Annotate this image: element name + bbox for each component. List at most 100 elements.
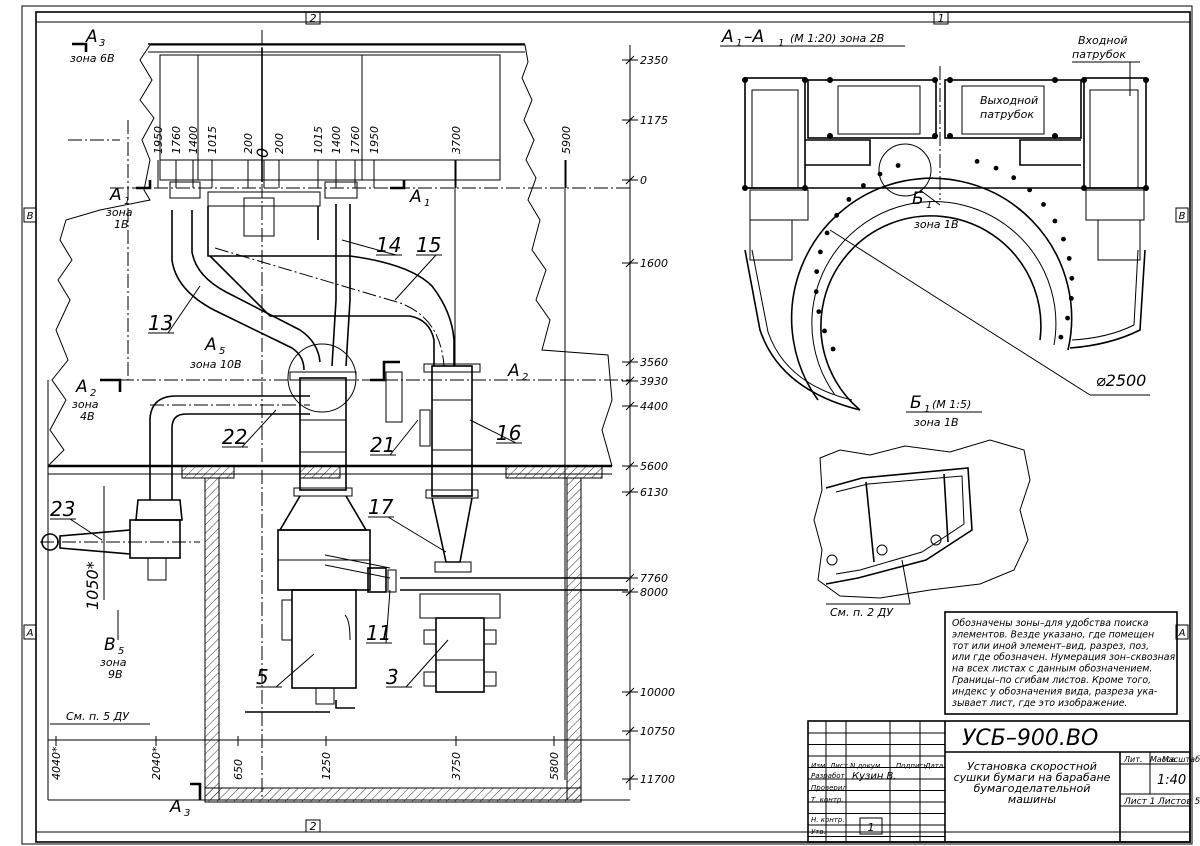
elevation-label: 0 — [640, 174, 647, 187]
elevation-label: 1175 — [640, 114, 668, 127]
title-line: сушки бумаги на барабане — [954, 771, 1111, 784]
callout-23: 23 — [50, 497, 75, 521]
top-dimension-label: 3700 — [450, 126, 463, 154]
a2-label: А — [75, 377, 88, 397]
callout-16: 16 — [496, 421, 521, 445]
outlet-label: Выходной — [980, 94, 1038, 107]
a2-right-label: А — [507, 361, 520, 381]
bottom-dimension-label: 5800 — [548, 752, 561, 780]
elevation-label: 3930 — [640, 375, 668, 388]
section-scale: (М 1:20) зона 2В — [790, 32, 884, 45]
a5-label: А — [204, 335, 217, 355]
b1-sub: 1 — [926, 200, 932, 211]
a3-sub: 3 — [99, 38, 105, 49]
basement-pit — [204, 477, 582, 803]
title-line: Установка скоростной — [967, 760, 1097, 773]
title-block — [807, 720, 1191, 843]
ductwork — [40, 181, 628, 713]
row-utv: Утв. — [811, 828, 826, 836]
callout-3: 3 — [386, 665, 399, 689]
section-title-rest: –А — [744, 27, 764, 47]
note-line: или где обозначен. Нумерация зон–сквозна… — [952, 652, 1176, 663]
callout-5: 5 — [256, 665, 269, 689]
see-note-2: См. п. 2 ДУ — [830, 606, 894, 619]
title-line: бумагоделательной — [974, 782, 1091, 795]
sheet-count: Листов 5 — [1157, 797, 1200, 807]
zone-label-left-b: В — [27, 211, 34, 222]
drum-bolt-circle — [813, 159, 1075, 352]
top-dimension-label: 1015 — [206, 126, 219, 154]
callout-15: 15 — [416, 233, 441, 257]
scale-value: 1:40 — [1157, 773, 1186, 788]
elevation-label: 2350 — [640, 54, 668, 67]
note-line: на всех листах с данным обозначением. — [952, 664, 1152, 675]
title-line: машины — [1008, 793, 1056, 806]
top-dimension-label: 1400 — [330, 126, 343, 154]
b1-label: Б — [912, 189, 924, 209]
bottom-dimension-label: 2040* — [150, 746, 163, 780]
inlet-label-2: патрубок — [1072, 48, 1126, 61]
scale-header: Масштаб — [1162, 755, 1200, 764]
top-dimension-label: 200 — [273, 133, 286, 154]
b5-zone-ref: 9В — [108, 668, 123, 681]
section-title-sub: 1 — [736, 38, 742, 49]
row-nkontr: Н. контр. — [811, 816, 845, 824]
elevation-marks: 2350117501600356039304400560061307760800… — [622, 54, 675, 786]
sheet-number: Лист 1 — [1123, 797, 1155, 807]
bottom-dimension-label: 3750 — [450, 752, 463, 780]
a1-right-label: А — [409, 187, 422, 207]
diameter-label: ⌀2500 — [1096, 371, 1146, 390]
zone-label-right-b: В — [1179, 211, 1186, 222]
floor-slab — [181, 465, 603, 479]
section-title: А — [721, 27, 734, 47]
elevation-label: 10000 — [640, 686, 675, 699]
elevation-label: 11700 — [640, 773, 675, 786]
note-line: Обозначены зоны–для удобства поиска — [952, 618, 1149, 629]
see-note-5: См. п. 5 ДУ — [66, 710, 130, 723]
drawing-code: УСБ–900.ВО — [962, 726, 1098, 751]
a2-right-sub: 2 — [522, 372, 528, 383]
drum-break-outline — [47, 30, 613, 800]
frame-bolts — [742, 77, 1149, 191]
top-dimension-label: 1760 — [349, 126, 362, 154]
note-line: тот или иной элемент–вид, разрез, поз, — [952, 641, 1149, 652]
note-line: элементов. Везде указано, где помещен — [952, 629, 1154, 640]
a1-label: А — [109, 185, 122, 205]
elevation-label: 3560 — [640, 356, 668, 369]
section-title-sub2: 1 — [778, 38, 784, 49]
top-dimension-label: 1950 — [152, 126, 165, 154]
a1-sub: 1 — [124, 196, 130, 207]
section-markers — [72, 42, 406, 800]
b5-zone: зона — [100, 656, 127, 669]
col-docnum: N докум. — [850, 762, 882, 770]
callout-17: 17 — [368, 495, 394, 519]
top-dimension-label: 200 — [242, 133, 255, 154]
copy-number: 1 — [868, 821, 875, 834]
b5-sub: 5 — [118, 646, 124, 657]
top-dimension-label: 0 — [253, 148, 272, 158]
author-name: Кузин В. — [852, 771, 897, 782]
note-line: Границы–по сгибам листов. Кроме того, — [952, 675, 1151, 686]
top-dimension-label: 1760 — [170, 126, 183, 154]
sheet-frame — [21, 5, 1193, 845]
a2-zone-ref: 4В — [80, 410, 95, 423]
row-tkontr: Т. контр. — [811, 796, 844, 804]
zone-label-right-a: А — [1178, 628, 1186, 639]
col-izm: Изм. — [811, 762, 827, 770]
zone-label-top: 2 — [310, 12, 317, 25]
bottom-dimension-label: 650 — [232, 759, 245, 780]
b1-zone: зона 1В — [914, 218, 959, 231]
top-dimension-label: 5900 — [560, 126, 573, 154]
elevation-label: 8000 — [640, 586, 668, 599]
a5-zone: зона 10В — [190, 358, 242, 371]
outlet-label-2: патрубок — [980, 108, 1034, 121]
zone-label-top-right: 1 — [938, 12, 945, 25]
note-line: индекс у обозначения вида, разреза ука- — [952, 686, 1158, 697]
inlet-label: Входной — [1078, 34, 1127, 47]
a2-zone: зона — [72, 398, 99, 411]
